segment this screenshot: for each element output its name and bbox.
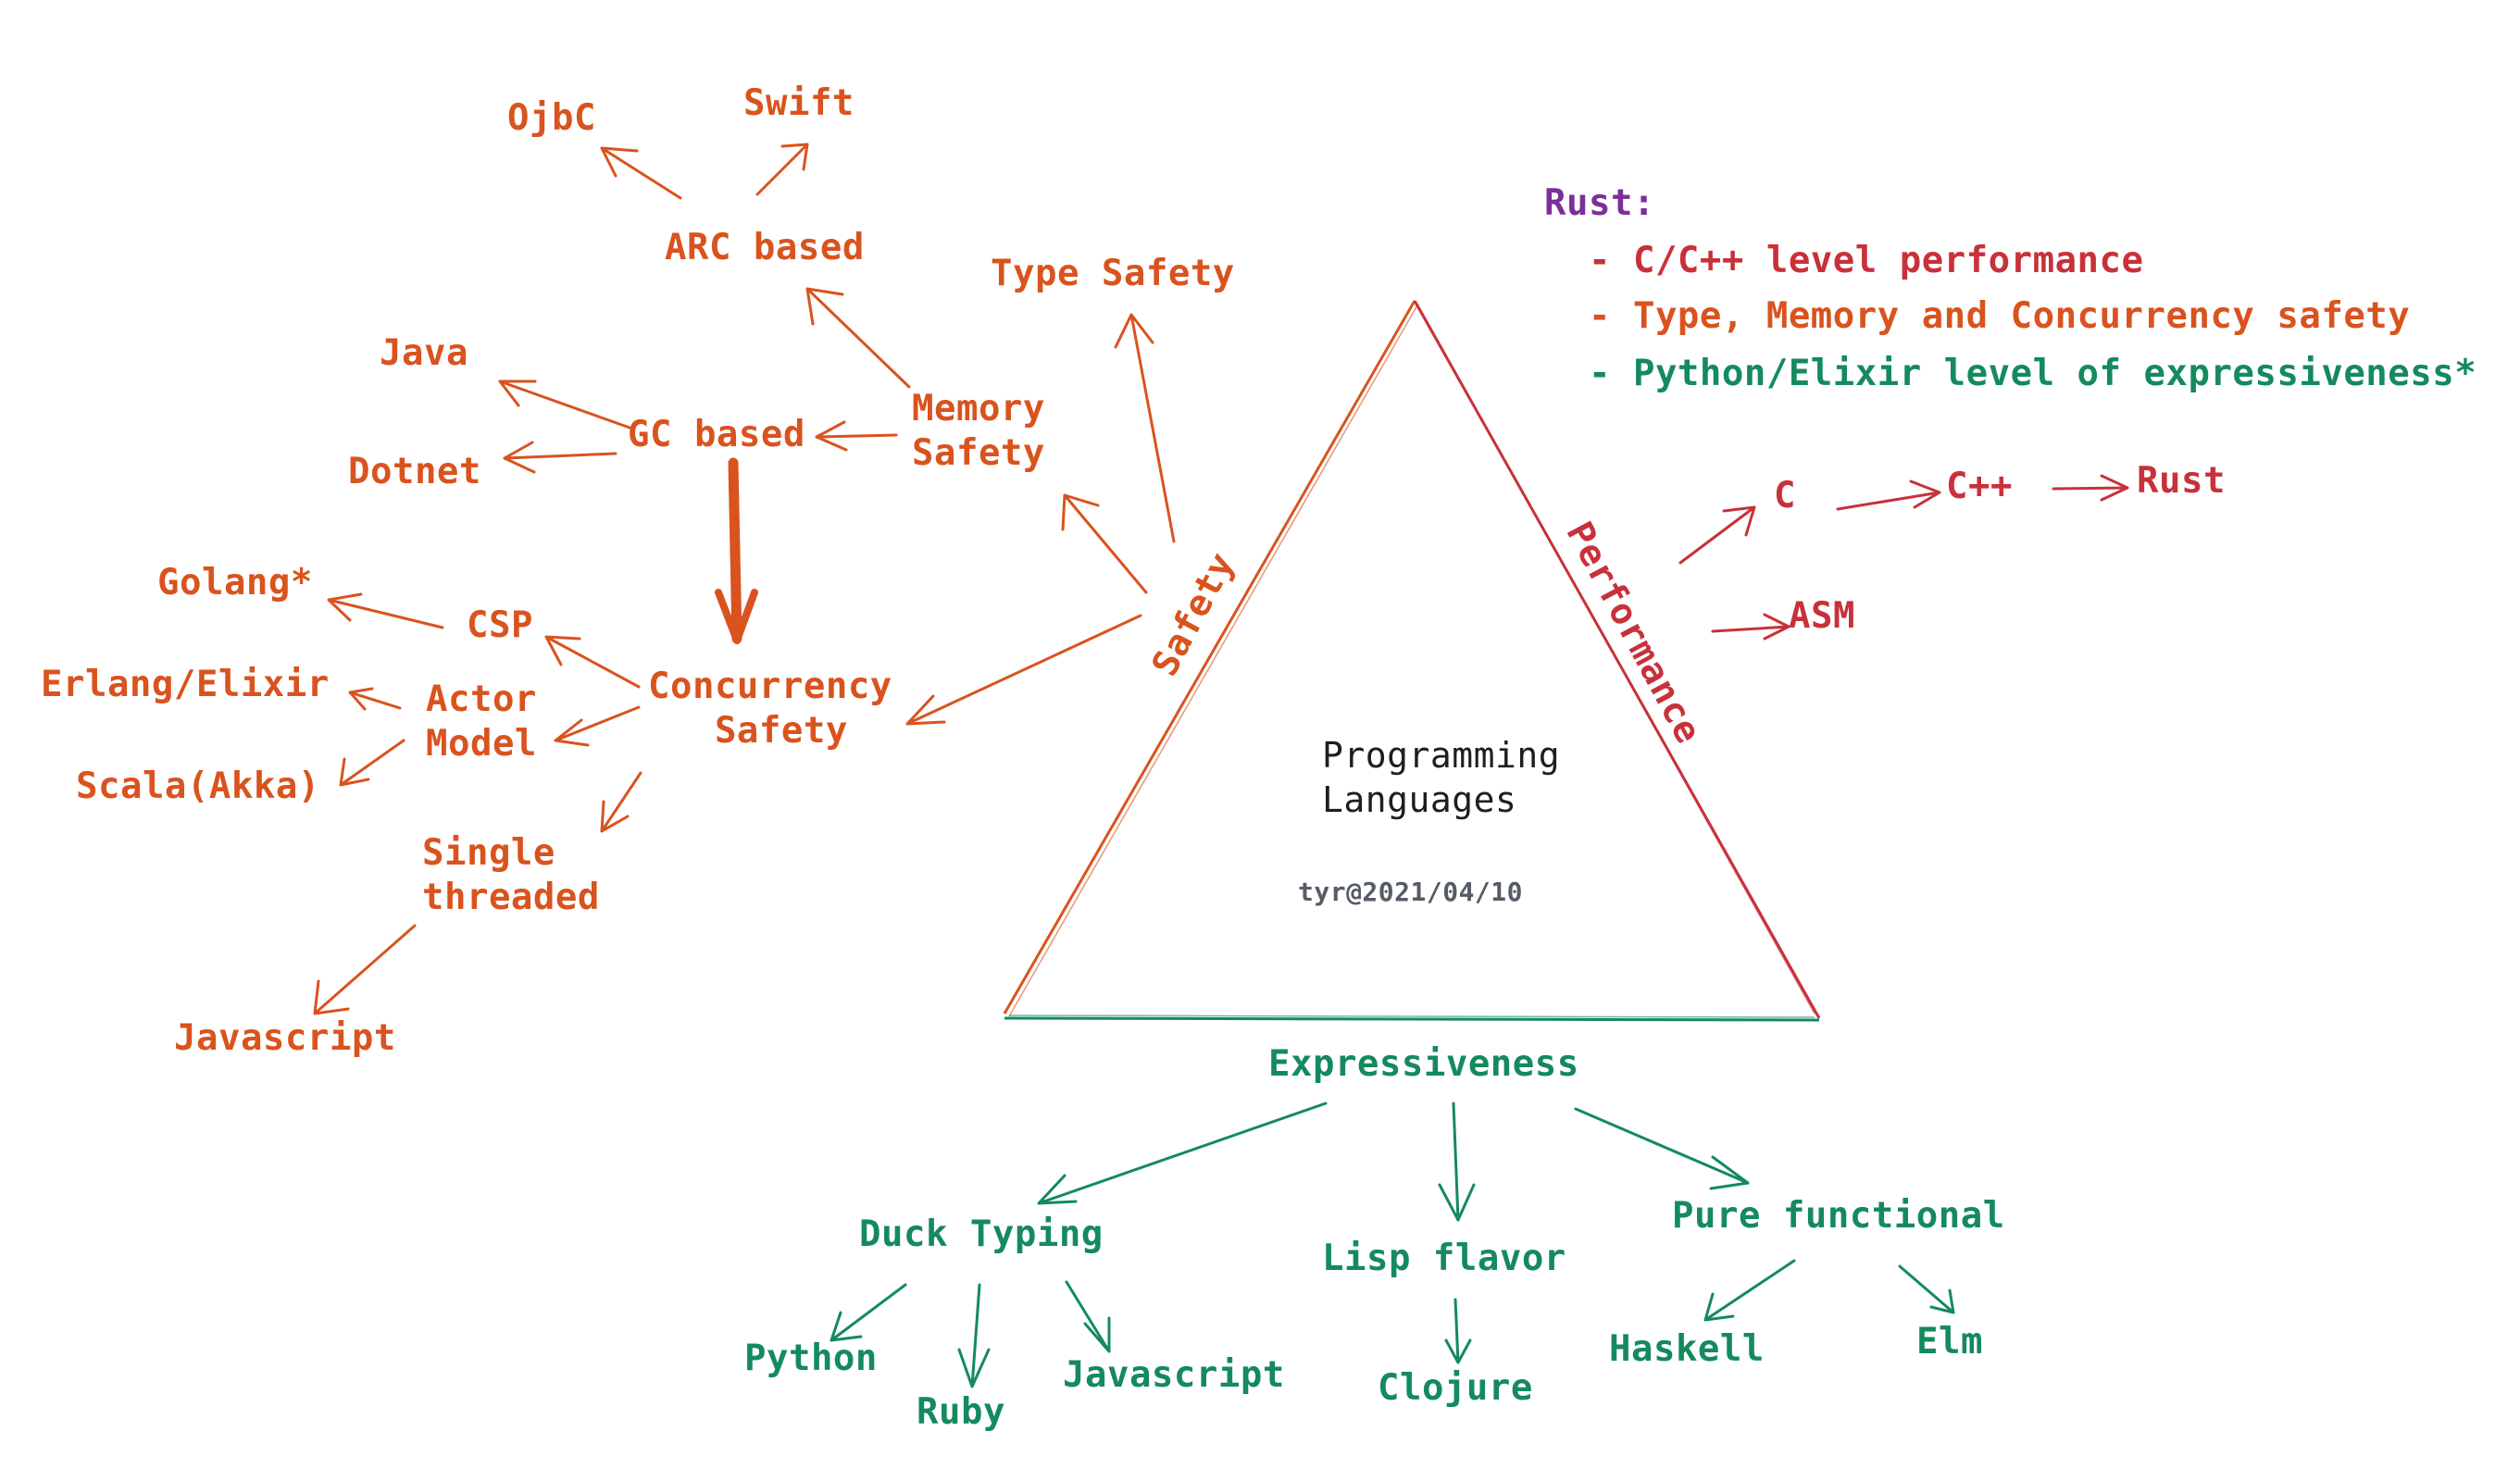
node-csp: CSP — [467, 604, 533, 646]
node-objc: OjbC — [507, 97, 596, 139]
node-memory-safety: Memory Safety — [912, 388, 1045, 474]
safety-arrows — [313, 143, 1176, 1015]
node-scala-akka: Scala(Akka) — [76, 765, 320, 807]
side-label-expressiveness: Expressiveness — [1268, 1043, 1579, 1085]
node-golang: Golang* — [157, 562, 313, 604]
performance-arrows — [1678, 474, 2129, 641]
rust-note-title: Rust: — [1544, 182, 1655, 224]
node-python: Python — [744, 1338, 878, 1379]
node-elm: Elm — [1916, 1321, 1983, 1363]
node-javascript-safety: Javascript — [174, 1017, 396, 1059]
node-javascript-expr: Javascript — [1063, 1354, 1285, 1396]
triangle — [1003, 300, 1821, 1022]
node-cpp: C++ — [1946, 466, 2013, 507]
node-single-threaded: Single threaded — [422, 832, 600, 918]
node-c: C — [1774, 475, 1796, 516]
node-asm: ASM — [1789, 595, 1855, 637]
expressiveness-arrows — [830, 1101, 1955, 1388]
rust-note-point: - Type, Memory and Concurrency safety — [1589, 295, 2411, 337]
signature: tyr@2021/04/10 — [1298, 877, 1524, 907]
triangle-side-safety — [1003, 300, 1416, 1014]
node-duck-typing: Duck Typing — [859, 1213, 1104, 1255]
node-rust: Rust — [2137, 460, 2226, 502]
center-title: Programming Languages — [1322, 735, 1561, 820]
node-dotnet: Dotnet — [348, 451, 481, 492]
thick-arrow — [715, 457, 758, 644]
node-arc-based: ARC based — [665, 227, 865, 268]
node-haskell: Haskell — [1609, 1328, 1765, 1370]
node-swift: Swift — [743, 82, 855, 124]
node-clojure: Clojure — [1378, 1367, 1533, 1409]
node-lisp-flavor: Lisp flavor — [1322, 1238, 1566, 1279]
node-concurrency-safety: Concurrency Safety — [648, 666, 892, 752]
triangle-side-expressiveness — [1004, 1016, 1820, 1022]
node-java: Java — [380, 332, 468, 374]
node-ruby: Ruby — [917, 1391, 1005, 1433]
node-erlang-elixir: Erlang/Elixir — [41, 664, 330, 705]
node-type-safety: Type Safety — [991, 253, 1235, 294]
rust-note-point: - Python/Elixir level of expressiveness* — [1589, 353, 2477, 394]
node-actor-model: Actor Model — [426, 678, 537, 765]
node-gc-based: GC based — [628, 414, 805, 455]
rust-note-point: - C/C++ level performance — [1589, 240, 2144, 281]
node-pure-functional: Pure functional — [1672, 1195, 2005, 1237]
